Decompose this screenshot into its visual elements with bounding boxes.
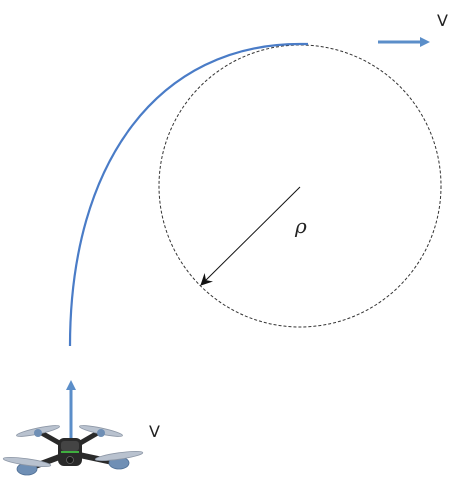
radius-label: ρ [294, 214, 307, 238]
radius-arrow [200, 186, 301, 286]
velocity-label-top: V [437, 11, 448, 30]
trajectory-path [68, 42, 308, 347]
velocity-label-drone: V [149, 422, 160, 441]
turning-circle [158, 44, 442, 328]
drone-icon [2, 425, 144, 476]
